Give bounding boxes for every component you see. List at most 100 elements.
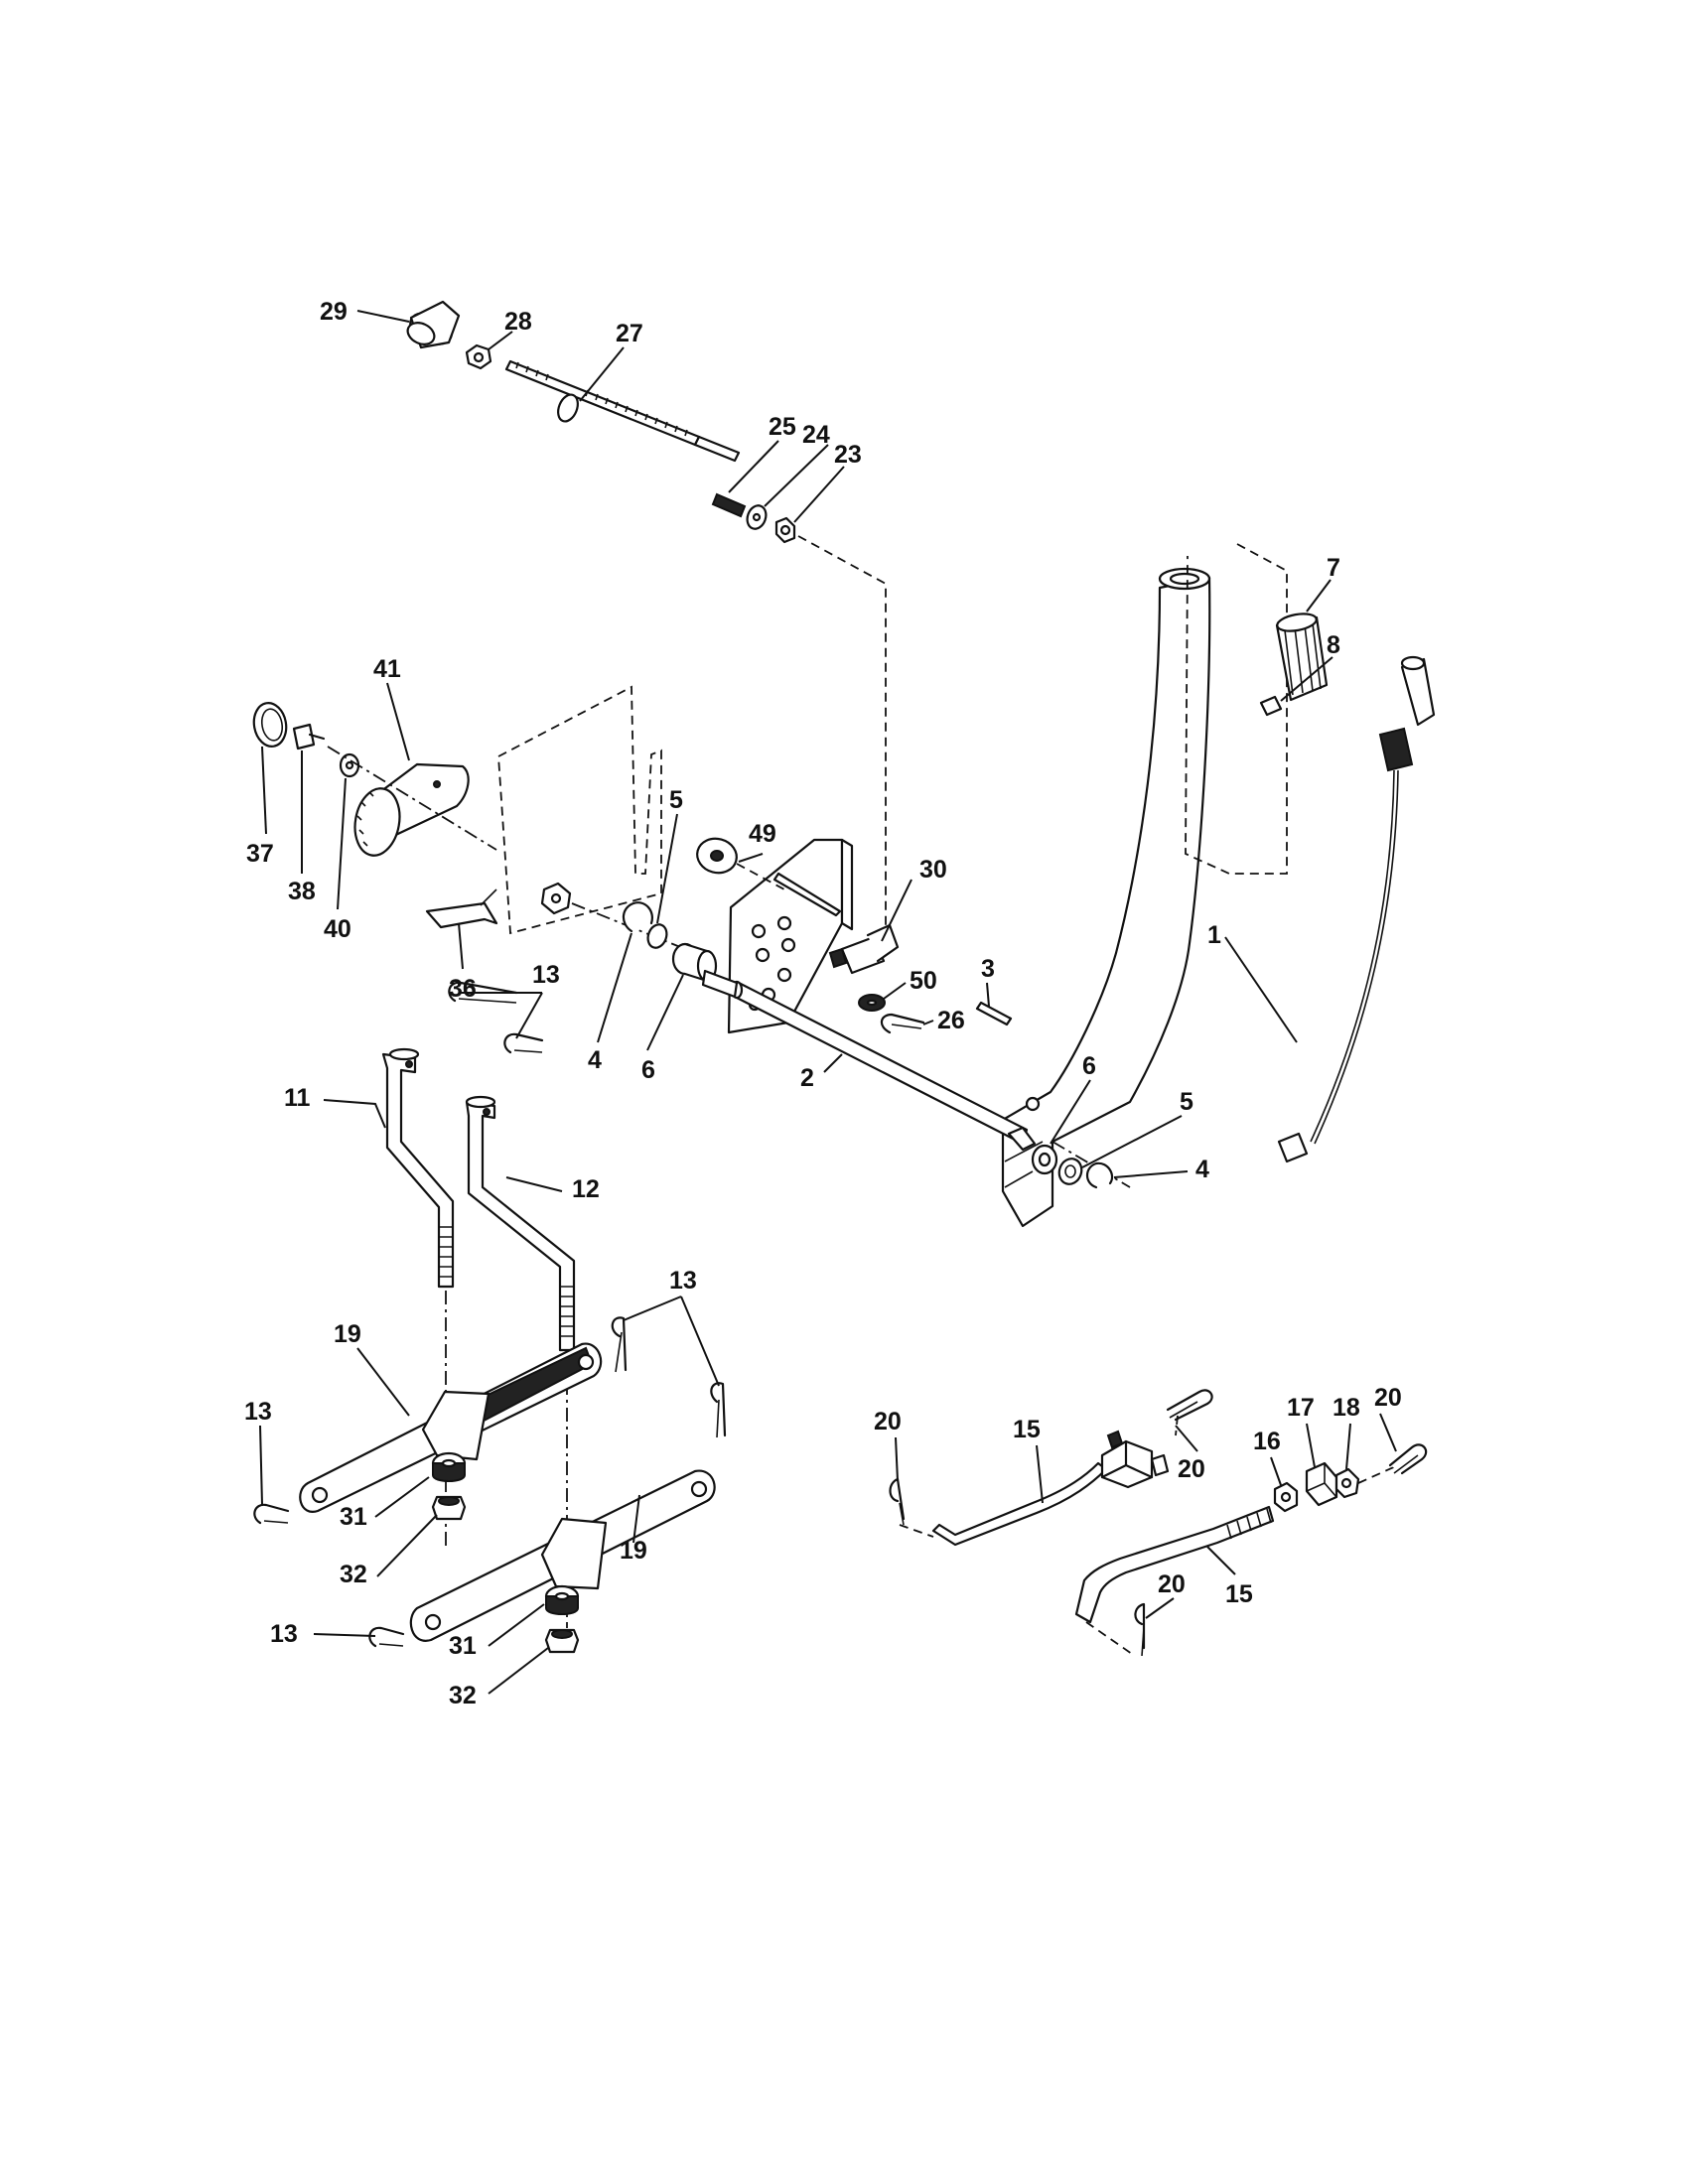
nut-32-upper [431, 1495, 467, 1521]
callout-49: 49 [749, 820, 776, 848]
callout-19-upper: 19 [334, 1320, 361, 1348]
callout-13-bottom: 13 [270, 1620, 298, 1648]
callout-27: 27 [616, 320, 643, 347]
threaded-rod-27 [504, 359, 741, 463]
cam-axis-line [327, 746, 497, 851]
callout-30: 30 [919, 856, 947, 884]
callout-4-left: 4 [588, 1046, 602, 1074]
washer-50 [858, 994, 886, 1012]
cable-1 [1277, 655, 1436, 1163]
frame-plate-outline [497, 685, 662, 935]
callout-20-left: 20 [874, 1408, 902, 1435]
callout-13-left: 13 [244, 1398, 272, 1426]
callout-18: 18 [1333, 1394, 1360, 1422]
washer-49 [696, 837, 738, 875]
hairpin-clip-13-right-b [710, 1382, 727, 1438]
plug-8 [1259, 695, 1283, 717]
callout-41: 41 [373, 655, 401, 683]
callout-labels: 29 28 27 25 24 23 7 8 41 37 38 40 36 5 4… [244, 298, 1402, 1709]
callout-15-lower: 15 [1225, 1580, 1253, 1608]
cotter-pin-26 [880, 1013, 925, 1034]
bushing-6-right [1007, 1126, 1058, 1175]
callout-31-upper: 31 [340, 1503, 367, 1531]
callout-37: 37 [246, 840, 274, 868]
link-11 [381, 1047, 455, 1289]
nut-32-lower [544, 1628, 580, 1654]
callout-23: 23 [834, 441, 862, 469]
callout-13-right: 13 [669, 1267, 697, 1295]
callout-28: 28 [504, 308, 532, 336]
callout-50: 50 [910, 967, 937, 995]
callout-31-lower: 31 [449, 1632, 477, 1660]
hairpin-clip-20-b [1166, 1389, 1213, 1422]
shaft-axis-right [1052, 1141, 1131, 1188]
switch-block [1100, 1430, 1170, 1489]
callout-26: 26 [937, 1007, 965, 1034]
grip-7 [1275, 613, 1329, 702]
callout-38: 38 [288, 878, 316, 905]
knob-29 [406, 300, 461, 349]
rod-15-upper [931, 1461, 1108, 1547]
trunnion-axis [1357, 1464, 1399, 1484]
spring-25 [711, 492, 747, 518]
hairpin-clip-13-top-b [503, 1032, 544, 1054]
callout-20-switch: 20 [1178, 1455, 1205, 1483]
rod-15-lower-axis [1085, 1621, 1133, 1655]
washer-5-left [646, 923, 668, 949]
e-ring-4-right [1085, 1161, 1114, 1189]
trunnion-17 [1305, 1461, 1338, 1507]
callout-2: 2 [800, 1064, 814, 1092]
callout-36: 36 [449, 975, 477, 1003]
callout-13-top: 13 [532, 961, 560, 989]
nut-16 [1273, 1481, 1299, 1513]
callout-5-upper: 5 [669, 786, 683, 814]
rod-axis-line [797, 535, 887, 933]
cam-41 [353, 762, 470, 857]
nut-28 [465, 343, 492, 370]
hairpin-clip-13-right-a [611, 1316, 628, 1373]
bracket-plate [727, 838, 854, 1034]
callout-29: 29 [320, 298, 348, 326]
hairpin-clip-20-a [889, 1477, 906, 1526]
callout-1: 1 [1207, 921, 1221, 949]
hairpin-clip-13-left-a [253, 1503, 290, 1525]
rod-15-lower [1074, 1505, 1275, 1624]
nut-23 [774, 516, 796, 544]
hairpin-clip-13-top-a [448, 981, 518, 1004]
trunnion-30 [828, 923, 900, 975]
callout-32-lower: 32 [449, 1682, 477, 1709]
link-12 [465, 1095, 576, 1352]
bolt-38 [292, 723, 326, 751]
ring-37 [252, 702, 288, 748]
callout-40: 40 [324, 915, 351, 943]
callout-19-lower: 19 [620, 1537, 647, 1565]
hairpin-clip-20-d [1134, 1602, 1146, 1657]
spacer-31-lower [544, 1584, 580, 1615]
roll-pin-3 [975, 1001, 1013, 1026]
callout-4-right: 4 [1195, 1156, 1209, 1183]
nut-plate [540, 882, 572, 915]
nut-18 [1334, 1467, 1360, 1499]
grip-guide-box [1185, 543, 1288, 875]
callout-8: 8 [1327, 631, 1340, 659]
callout-12: 12 [572, 1175, 600, 1203]
callout-3: 3 [981, 955, 995, 983]
callout-7: 7 [1327, 554, 1340, 582]
spacer-31-upper [431, 1451, 467, 1482]
washer-49-axis [736, 863, 785, 890]
clip-20-b-axis [1175, 1415, 1179, 1436]
callout-11: 11 [284, 1084, 311, 1112]
callout-25: 25 [769, 413, 796, 441]
hairpin-clip-20-c [1388, 1443, 1428, 1475]
callout-6-left: 6 [641, 1056, 655, 1084]
hairpin-clip-13-left-b [368, 1626, 405, 1648]
callout-6-right: 6 [1082, 1052, 1096, 1080]
callout-5-right: 5 [1180, 1088, 1193, 1116]
rod-15-upper-axis [899, 1524, 934, 1538]
callout-15-upper: 15 [1013, 1416, 1041, 1443]
callout-32-upper: 32 [340, 1561, 367, 1588]
e-ring-4-left [622, 901, 653, 933]
washer-24 [746, 504, 768, 530]
callout-20-bottom: 20 [1158, 1570, 1186, 1598]
